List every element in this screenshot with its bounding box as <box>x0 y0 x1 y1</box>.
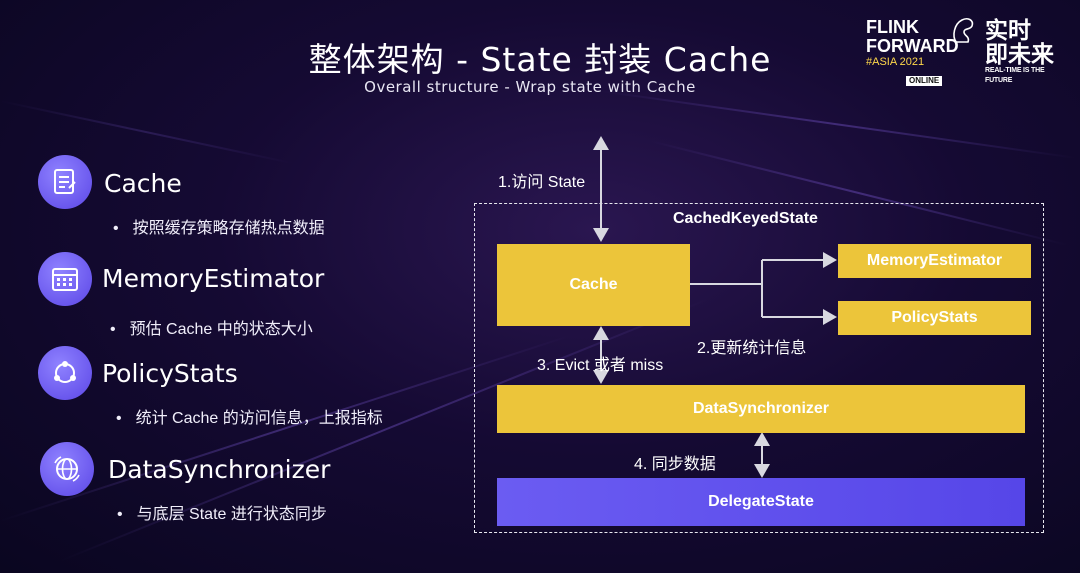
flink-forward-logo: FLINK FORWARD #ASIA 2021 ONLINE <box>866 18 974 87</box>
container-label: CachedKeyedState <box>673 210 818 227</box>
feature-desc: •与底层 State 进行状态同步 <box>117 506 327 523</box>
memory-estimator-box: MemoryEstimator <box>838 244 1031 278</box>
feature-name: MemoryEstimator <box>102 264 325 293</box>
feature-name: Cache <box>104 169 182 198</box>
feature-name: DataSynchronizer <box>108 455 331 484</box>
squirrel-icon <box>953 18 974 43</box>
logo-line1: FLINK <box>866 17 919 37</box>
feature-desc: •预估 Cache 中的状态大小 <box>110 321 313 338</box>
logo-line2: FORWARD <box>866 36 959 56</box>
share-nodes-icon <box>38 346 92 400</box>
data-synchronizer-box: DataSynchronizer <box>497 385 1025 433</box>
calendar-grid-icon <box>38 252 92 306</box>
step1-label: 1.访问 State <box>498 174 586 191</box>
logo-en-tagline: REAL-TIME IS THE FUTURE <box>985 67 1045 84</box>
policy-stats-box: PolicyStats <box>838 301 1031 335</box>
feature-desc: •统计 Cache 的访问信息，上报指标 <box>116 410 383 427</box>
step2-label: 2.更新统计信息 <box>697 340 807 357</box>
cache-box: Cache <box>497 244 690 326</box>
globe-icon <box>40 442 94 496</box>
cached-keyed-state-container <box>474 203 1044 533</box>
document-icon <box>38 155 92 209</box>
feature-desc: •按照缓存策略存储热点数据 <box>113 220 325 237</box>
logo-cn-line2: 即未来 <box>985 41 1054 67</box>
step4-label: 4. 同步数据 <box>634 456 716 473</box>
page-subtitle: Overall structure - Wrap state with Cach… <box>364 78 696 96</box>
logo-online-badge: ONLINE <box>906 76 943 86</box>
feature-name: PolicyStats <box>102 359 238 388</box>
realtime-logo: 实时 即未来 REAL-TIME IS THE FUTURE <box>985 18 1065 86</box>
page-title: 整体架构 - State 封装 Cache <box>308 40 772 79</box>
step3-label: 3. Evict 或者 miss <box>537 357 664 374</box>
logo-cn-line1: 实时 <box>985 17 1031 43</box>
delegate-state-box: DelegateState <box>497 478 1025 526</box>
logo-line3: #ASIA 2021 <box>866 56 925 68</box>
